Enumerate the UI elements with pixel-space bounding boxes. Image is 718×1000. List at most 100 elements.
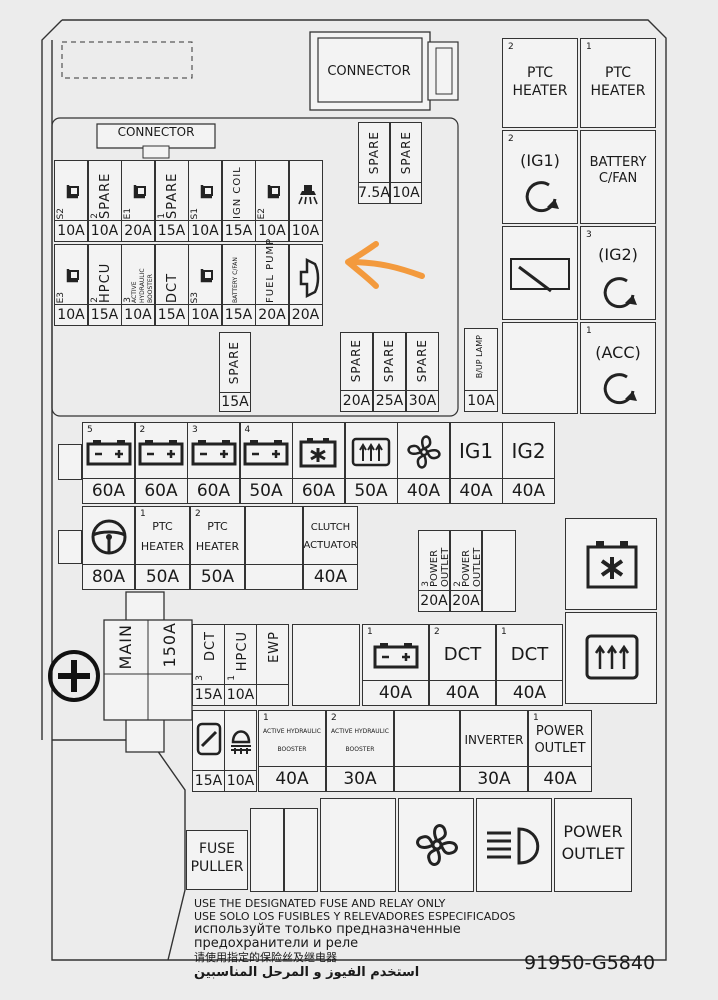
- fuse-label: SPARE: [349, 339, 363, 383]
- relay-headlamp: [476, 798, 552, 892]
- seat-heater-icon: [193, 251, 221, 305]
- rear-defog-icon: [346, 431, 397, 473]
- fuse-label: SPARE: [382, 339, 396, 383]
- headlamp-icon: [487, 827, 540, 865]
- fuse-backup-lamp: B/UP LAMP 10A: [464, 328, 498, 412]
- fuse-amp: [256, 684, 289, 706]
- fuse-amp: 10A: [188, 220, 222, 242]
- ground-plus-icon: [48, 650, 100, 702]
- fuse-label: IG1: [458, 438, 494, 463]
- relay-empty: [502, 322, 578, 414]
- relay-number: 1: [586, 326, 592, 336]
- fuse-amp: 15A: [87, 304, 122, 326]
- fuse-amp: 50A: [190, 564, 245, 590]
- fuse-amp: 20A: [121, 220, 155, 242]
- relay-label: PTC HEATER: [590, 65, 646, 99]
- fuse-amp: 15A: [221, 220, 256, 242]
- seat-heater-icon: [59, 167, 87, 221]
- fuse-label: BATTERY C/FAN: [231, 257, 239, 303]
- connector-top-label: CONNECTOR: [327, 64, 411, 79]
- fuse-amp: 50A: [239, 478, 293, 504]
- main-fuse-label: MAIN: [116, 624, 135, 670]
- fuse-label: ACTIVE HYDRAULIC BOOSTER: [263, 728, 321, 753]
- fuse-amp: 50A: [344, 478, 398, 504]
- seat-heater-icon: [59, 251, 87, 305]
- notice-block: USE THE DESIGNATED FUSE AND RELAY ONLY U…: [194, 897, 574, 980]
- fuse-number: 1: [533, 713, 539, 723]
- fuse-amp: 40A: [449, 478, 503, 504]
- fuse-number: 2: [139, 425, 146, 435]
- battery-icon: [83, 431, 134, 473]
- horn-icon: [294, 251, 322, 305]
- fuse-amp: 40A: [397, 478, 450, 504]
- fuse-small: 15A: [192, 710, 225, 792]
- fuse-number: 2: [331, 713, 337, 723]
- relay-label: PTC HEATER: [512, 65, 568, 99]
- fuse-puller-label: FUSE PULLER: [190, 841, 244, 875]
- seat-heater-icon: [126, 167, 154, 221]
- fuse-amp: 40A: [362, 680, 429, 706]
- big-fuse: 80A: [82, 506, 135, 590]
- fuse-label: HPCU: [97, 262, 113, 303]
- fuse-label: FUEL PUMP: [265, 237, 276, 303]
- fuse-spare-mid: SPARE 15A: [219, 332, 251, 412]
- connector-panel-label: CONNECTOR: [117, 125, 195, 139]
- relay-rear-defog: [565, 612, 657, 704]
- relay-acc: 1 (ACC): [580, 322, 656, 414]
- battery-icon: [363, 635, 428, 675]
- fuse-number: 4: [244, 425, 251, 435]
- fuse-amp: 30A: [406, 390, 439, 412]
- fuse-amp: [245, 564, 303, 590]
- rotate-icon: [603, 373, 637, 405]
- big-fuse: 4 50A: [239, 422, 293, 504]
- notice-ru-2: предохранители и реле: [194, 936, 359, 951]
- fuse-small: EWP: [256, 624, 289, 706]
- fuse-amp: 10A: [54, 304, 88, 326]
- big-fuse: [394, 710, 460, 792]
- fuse-slot-empty: [482, 530, 516, 612]
- fuse-amp: 10A: [224, 684, 257, 706]
- fuse-amp: 10A: [87, 220, 122, 242]
- fuse-amp: 15A: [192, 684, 225, 706]
- fuse-number: 5: [87, 425, 93, 435]
- fuse-number: 3: [195, 675, 205, 681]
- notice-es: USE SOLO LOS FUSIBLES Y RELEVADORES ESPE…: [194, 910, 516, 923]
- fuse-amp: 15A: [219, 392, 251, 412]
- fuse-label: SPARE: [97, 172, 113, 219]
- notice-zh: 请使用指定的保险丝及继电器: [194, 951, 337, 964]
- fuse-amp: 60A: [82, 478, 135, 504]
- fuse-label: PTC HEATER: [195, 520, 240, 553]
- seat-heater-icon: [193, 167, 221, 221]
- fuse-label: SPARE: [227, 341, 241, 385]
- fuse-small: 10A: [224, 710, 257, 792]
- relay-ig1: 2 (IG1): [502, 130, 578, 224]
- washer-icon: [294, 167, 322, 221]
- fuse-amp: 15A: [154, 304, 189, 326]
- relay-wiper: [502, 226, 578, 320]
- fuse-label: SPARE: [399, 131, 413, 175]
- fuse-label: DCT: [510, 643, 549, 665]
- fuse-puller[interactable]: FUSE PULLER: [186, 830, 248, 890]
- relay-ptc-heater-1: 1 PTC HEATER: [580, 38, 656, 128]
- fuse-number: 1: [140, 509, 146, 519]
- fuse-amp: 60A: [187, 478, 240, 504]
- fuse-label: INVERTER: [464, 733, 524, 748]
- notice-ar: استخدم الفيوز و المرحل المناسبين: [194, 965, 420, 980]
- fuse-label: ACTIVE HYDRAULIC BOOSTER: [331, 728, 389, 753]
- fuse-amp: 10A: [255, 220, 289, 242]
- relay-label: BATTERY C/FAN: [589, 155, 647, 187]
- relay-number: 2: [508, 134, 514, 144]
